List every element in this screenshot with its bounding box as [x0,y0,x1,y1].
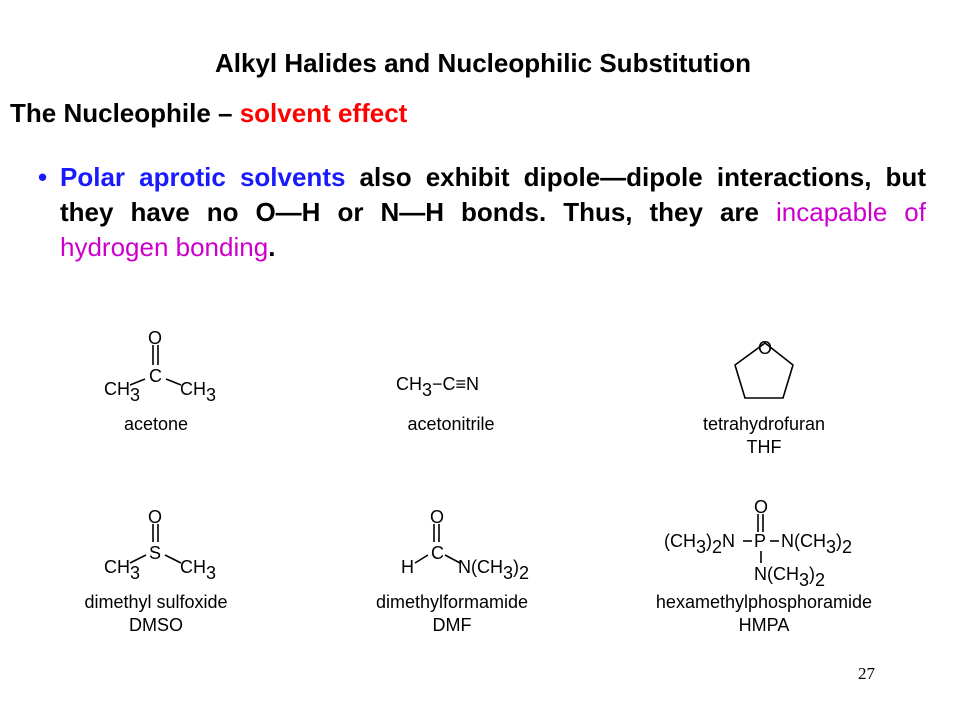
thf-abbr: THF [747,437,782,457]
bullet-text: Polar aprotic solvents also exhibit dipo… [60,160,926,265]
dmf-hydrogen: H [401,557,414,577]
hmpa-oxygen: O [754,497,768,517]
hmpa-abbr: HMPA [739,615,790,635]
acetone-methyl-left: CH3 [104,379,140,405]
hmpa-label: hexamethylphosphoramide [656,592,872,612]
dmso-sulfur: S [149,543,161,563]
hmpa-amine-right: N(CH3)2 [781,531,852,557]
acetone-methyl-right: CH3 [180,379,216,405]
acetone-oxygen: O [148,328,162,348]
bullet-term: Polar aprotic solvents [60,162,346,192]
dmf-amine: N(CH3)2 [458,557,529,583]
dmso-methyl-right: CH3 [180,557,216,583]
slide-title: Alkyl Halides and Nucleophilic Substitut… [215,48,751,78]
bullet-marker: • [38,162,48,192]
slide-subtitle: The Nucleophile – solvent effect [10,98,407,129]
dmso-label: dimethyl sulfoxide [84,592,227,612]
subtitle-prefix: The Nucleophile – [10,98,240,128]
thf-label: tetrahydrofuran [703,414,825,434]
thf-oxygen: O [758,338,772,358]
hmpa-amine-left: (CH3)2N [664,531,735,557]
acetonitrile-label: acetonitrile [407,414,494,434]
dmf-oxygen: O [430,507,444,527]
dmso-oxygen: O [148,507,162,527]
bullet-highlight: incapable of hydrogen bonding [60,197,926,262]
acetonitrile-formula: CH3−C≡N [396,374,479,400]
hmpa-phosphorus: P [754,531,766,551]
acetone-label: acetone [124,414,188,434]
bullet-middle: also exhibit dipole—dipole interactions,… [60,162,926,227]
dmf-label: dimethylformamide [376,592,528,612]
bullet-end: . [268,232,276,262]
subtitle-highlight: solvent effect [239,98,408,128]
dmf-abbr: DMF [433,615,472,635]
acetone-carbon: C [149,366,162,386]
dmso-methyl-left: CH3 [104,557,140,583]
page-number: 27 [858,664,875,683]
dmso-abbr: DMSO [129,615,183,635]
hmpa-amine-bottom: N(CH3)2 [754,564,825,590]
dmf-carbon: C [431,543,444,563]
